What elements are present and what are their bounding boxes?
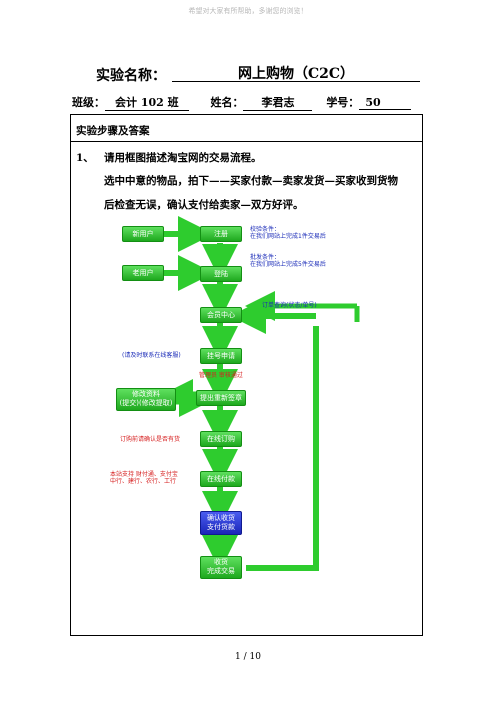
name-value: 李君志 bbox=[243, 94, 313, 111]
name-label: 姓名： bbox=[210, 96, 244, 109]
note-confirm-stock: 订购前请确认是否有货 bbox=[120, 436, 181, 443]
box-member-center: 会员中心 bbox=[200, 307, 242, 323]
note-login: 批发条件： 在我们网站上完成5件交易后 bbox=[250, 254, 326, 268]
box-new-user: 新用户 bbox=[122, 226, 164, 242]
section-heading: 实验步骤及答案 bbox=[76, 125, 150, 137]
class-value: 会计 102 班 bbox=[105, 94, 189, 111]
answer-line-1: 选中中意的物品，拍下——买家付款—卖家发货—买家收到货物 bbox=[104, 175, 398, 187]
box-register: 注册 bbox=[200, 226, 242, 242]
title-underline bbox=[172, 81, 420, 82]
note-register: 校验条件： 在我们网站上完成1件交易后 bbox=[250, 226, 326, 240]
box-login: 登陆 bbox=[200, 266, 242, 282]
return-loop-line bbox=[246, 326, 319, 571]
answer-line-2: 后检查无误，确认支付给卖家—双方好评。 bbox=[104, 199, 304, 211]
class-label: 班级： bbox=[72, 96, 105, 109]
title-label: 实验名称： bbox=[96, 68, 166, 84]
info-row: 班级：会计 102 班 姓名：李君志 学号：50 bbox=[72, 94, 411, 111]
id-value: 50 bbox=[359, 96, 411, 110]
note-review: 管理员 审核通过 bbox=[199, 372, 243, 379]
id-label: 学号： bbox=[326, 96, 360, 109]
box-online-pay: 在线付款 bbox=[200, 471, 242, 487]
box-resign: 提出重新签章 bbox=[196, 390, 246, 406]
box-complete: 收货 完成交易 bbox=[200, 556, 242, 579]
box-online-order: 在线订购 bbox=[200, 431, 242, 447]
title-value: 网上购物（C2C） bbox=[237, 66, 355, 82]
question-number: 1、 bbox=[76, 152, 94, 164]
question-text: 请用框图描述淘宝网的交易流程。 bbox=[104, 152, 262, 164]
note-payment-methods: 本站支持 财付通、支付宝 中行、建行、农行、工行 bbox=[110, 471, 178, 485]
content-box-divider bbox=[70, 141, 423, 142]
watermark: 希望对大家有所帮助，多谢您的浏览！ bbox=[188, 7, 308, 15]
box-apply: 挂号申请 bbox=[200, 348, 242, 364]
box-modify-info: 修改资料 (提交)(修改提取) bbox=[116, 388, 176, 411]
box-old-user: 老用户 bbox=[122, 265, 164, 281]
content-box bbox=[70, 114, 423, 636]
note-order-query: 订单查询(状态/单号) bbox=[262, 302, 317, 309]
box-confirm-receipt: 确认收货 支付货款 bbox=[200, 511, 242, 535]
page-number: 1 / 10 bbox=[235, 652, 261, 662]
note-apply: (请及时联系在线客服) bbox=[122, 352, 181, 359]
